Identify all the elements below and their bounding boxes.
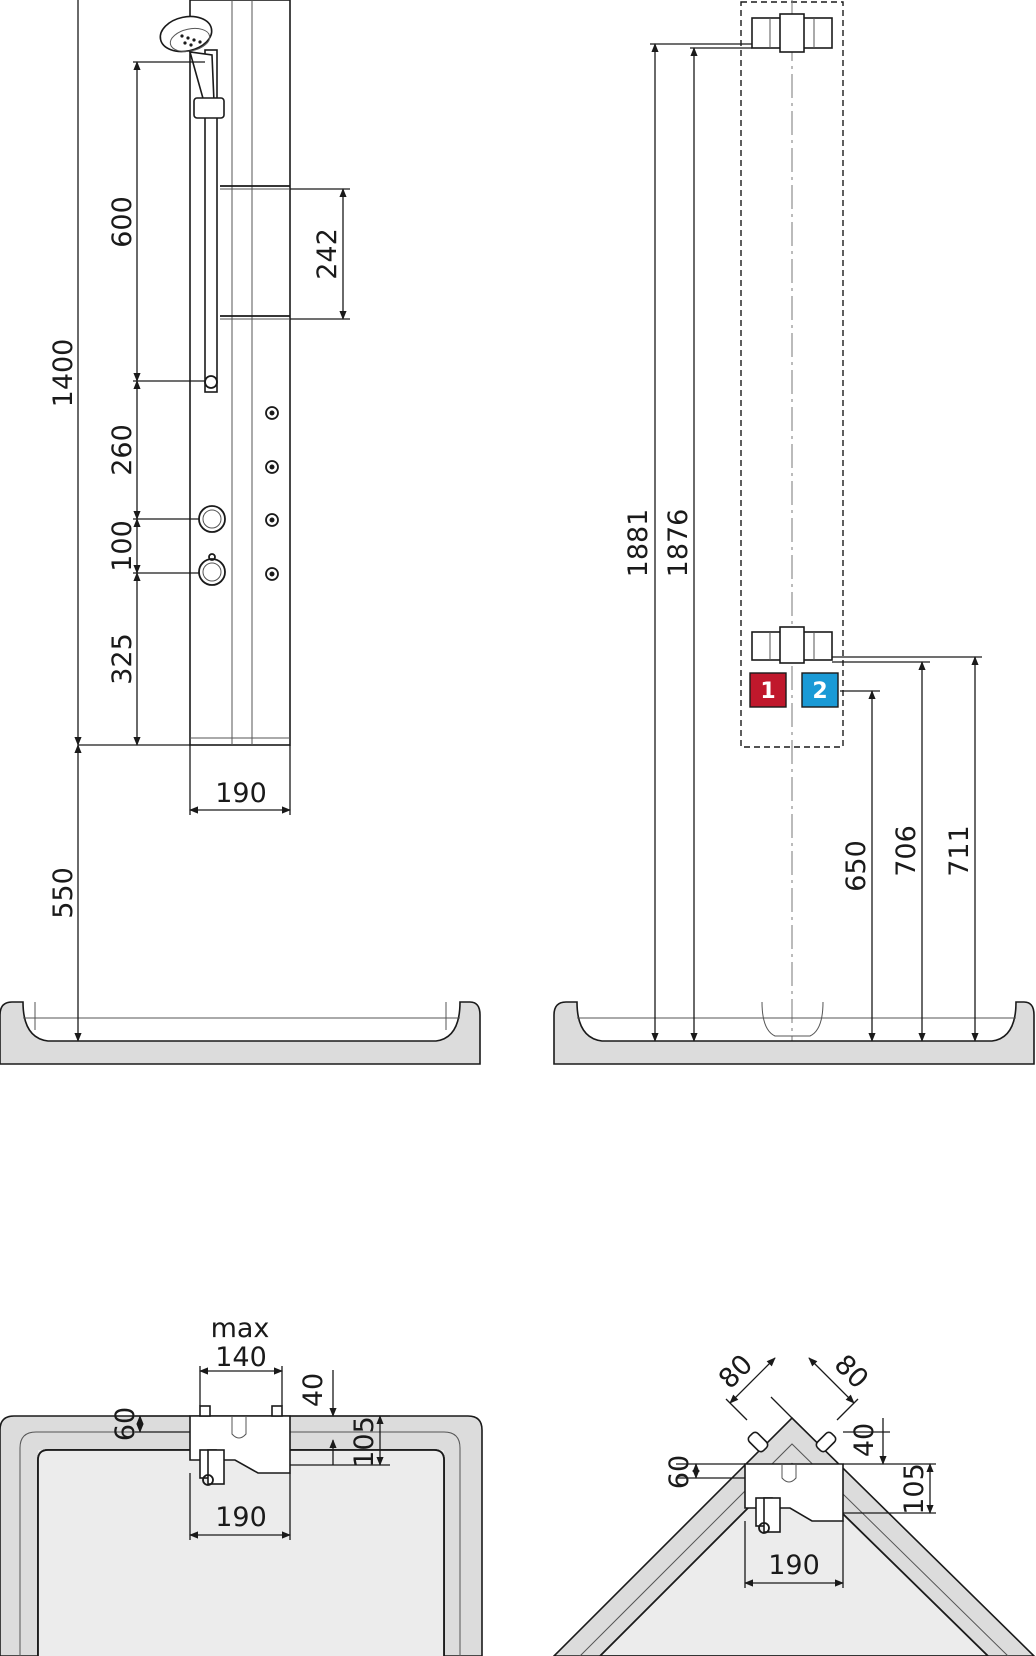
hot-water-badge-label: 1 xyxy=(760,679,775,704)
shower-tray-side xyxy=(553,1001,1035,1065)
lower-control-knob xyxy=(198,558,226,586)
cold-water-badge-label: 2 xyxy=(812,679,827,704)
dim-floor-height: 550 xyxy=(48,867,79,919)
top-bracket xyxy=(751,13,833,53)
plan-corner: 80 80 40 60 105 190 xyxy=(552,1349,1036,1656)
dim-shelf-spacing: 242 xyxy=(312,228,343,280)
dim-140: 140 xyxy=(215,1342,267,1373)
dim-105-straight: 105 xyxy=(349,1416,380,1468)
dim-knob-spacing: 100 xyxy=(107,520,138,572)
dim-40-straight: 40 xyxy=(298,1373,329,1407)
dim-105-corner: 105 xyxy=(899,1463,930,1515)
dim-40-corner: 40 xyxy=(849,1423,880,1457)
dim-1876: 1876 xyxy=(663,509,694,578)
dim-total-height: 1400 xyxy=(48,339,79,408)
side-view: 1 2 1881 1876 650 706 711 xyxy=(553,0,1035,1065)
dim-190-corner: 190 xyxy=(768,1550,820,1581)
dim-knob-to-base: 325 xyxy=(107,633,138,685)
dim-706: 706 xyxy=(891,825,922,877)
bottom-bracket xyxy=(751,626,833,664)
dim-panel-width: 190 xyxy=(215,778,267,809)
dim-60-straight: 60 xyxy=(110,1407,141,1441)
dim-711: 711 xyxy=(944,825,975,877)
cold-water-badge xyxy=(801,672,839,708)
dim-1881: 1881 xyxy=(623,509,654,578)
dim-80-right: 80 xyxy=(828,1349,874,1395)
hot-water-badge xyxy=(749,672,787,708)
dim-650: 650 xyxy=(841,840,872,892)
dim-rail-length: 600 xyxy=(107,196,138,248)
dim-rail-to-knob: 260 xyxy=(107,424,138,476)
dim-190-straight: 190 xyxy=(215,1502,267,1533)
dim-80-left: 80 xyxy=(713,1349,759,1395)
hand-shower xyxy=(159,15,225,119)
label-max: max xyxy=(211,1313,270,1344)
shower-tray xyxy=(0,1001,481,1065)
slide-rail xyxy=(204,49,218,393)
plan-straight: max 140 40 60 105 190 xyxy=(0,1313,483,1656)
body-jets xyxy=(265,406,279,581)
dim-60-corner: 60 xyxy=(664,1455,695,1489)
front-view: 1400 600 260 100 325 242 190 550 xyxy=(0,0,481,1065)
